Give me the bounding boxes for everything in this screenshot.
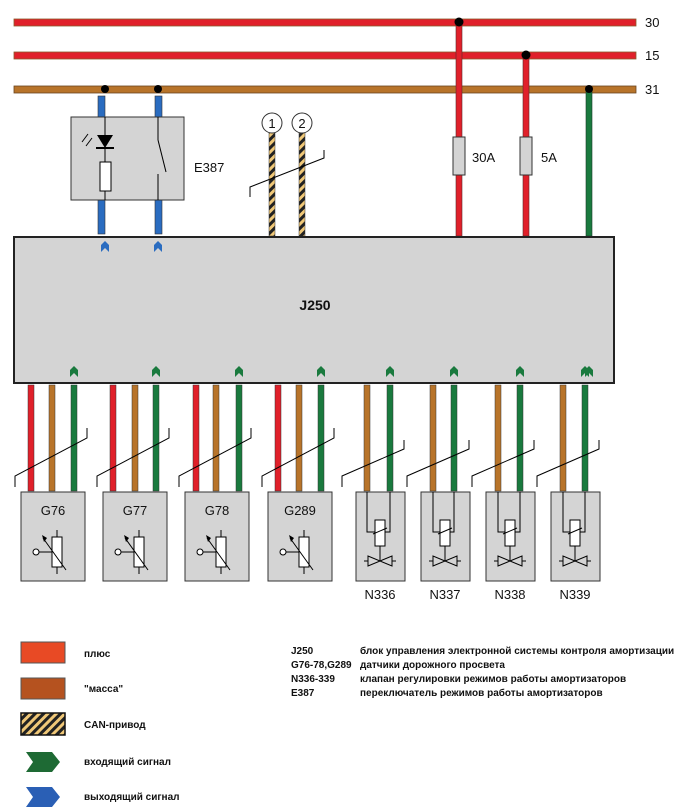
bus-15-label: 15: [645, 48, 659, 63]
sensor-g289: G289: [261, 366, 335, 582]
e387-label: E387: [194, 160, 224, 175]
bus-31: 31: [13, 82, 659, 97]
wire: [450, 384, 458, 492]
j250-label: J250: [299, 297, 330, 313]
supply-wires: 30A 5A: [452, 17, 593, 237]
input-arrow-icon: [450, 366, 458, 377]
designation-text: переключатель режимов работы амортизатор…: [360, 687, 603, 699]
legend-swatch-can: [20, 712, 66, 736]
designation-code: G76-78,G289: [291, 660, 352, 671]
designation-text: датчики дорожного просвета: [360, 660, 505, 671]
valve-label: N338: [494, 587, 525, 602]
valve-label: N339: [559, 587, 590, 602]
valve-n336: N336: [341, 366, 406, 602]
input-arrow-icon: [152, 366, 160, 377]
bus-31-label: 31: [645, 82, 659, 97]
sensor-label: G76: [41, 503, 66, 518]
blue-arrow-icon: [26, 787, 60, 807]
input-arrow-icon: [585, 366, 593, 377]
input-arrow-icon: [386, 366, 394, 377]
output-arrow-icon: [101, 241, 109, 252]
variable-resistor-icon: [42, 535, 47, 542]
legend-swatch-plus: [20, 641, 66, 664]
legend-label-can: CAN-привод: [84, 720, 146, 731]
legend-label-output: выходящий сигнал: [84, 792, 180, 803]
valve-n339: N339: [536, 366, 601, 602]
designation-text: блок управления электронной системы конт…: [360, 645, 674, 657]
designations: J250 блок управления электронной системы…: [291, 645, 674, 699]
wire: [317, 384, 325, 492]
sensor-g78: G78: [178, 366, 252, 582]
sensor-g77: G77: [96, 366, 170, 582]
wire: [152, 384, 160, 492]
wire: [274, 384, 282, 492]
legend: плюс "масса" CAN-привод входящий сигнал …: [20, 641, 180, 807]
variable-resistor-icon: [289, 535, 294, 542]
input-arrow-icon: [235, 366, 243, 377]
valve-icon: [494, 527, 526, 567]
can-bus-wires: 1 2: [249, 112, 325, 237]
designation-text: клапан регулировки режимов работы аморти…: [360, 673, 626, 685]
can-marker-2: 2: [298, 116, 305, 131]
wire: [295, 384, 303, 492]
bus-30-label: 30: [645, 15, 659, 30]
wire: [363, 384, 371, 492]
input-arrow-icon: [70, 366, 78, 377]
valve-n337: N337: [406, 366, 471, 602]
variable-resistor-icon: [206, 535, 211, 542]
legend-label-ground: "масса": [84, 684, 123, 695]
valve-label: N336: [364, 587, 395, 602]
wire: [494, 384, 502, 492]
sensor-label: G289: [284, 503, 316, 518]
output-arrow-icon: [154, 241, 162, 252]
legend-label-input: входящий сигнал: [84, 757, 171, 768]
sensor-label: G78: [205, 503, 230, 518]
wire: [212, 384, 220, 492]
wire: [516, 384, 524, 492]
wire: [70, 384, 78, 492]
fuse-30a-label: 30A: [472, 150, 495, 165]
can-marker-1: 1: [268, 116, 275, 131]
fuse-5a-label: 5A: [541, 150, 557, 165]
wire: [131, 384, 139, 492]
led-icon: [97, 135, 113, 148]
variable-resistor-icon: [124, 535, 129, 542]
designation-code: N336-339: [291, 674, 335, 685]
valve-icon: [429, 527, 461, 567]
bus-30: 30: [13, 15, 659, 30]
designation-code: J250: [291, 646, 314, 657]
wire: [48, 384, 56, 492]
wire: [235, 384, 243, 492]
wire: [559, 384, 567, 492]
legend-swatch-ground: [20, 677, 66, 700]
input-arrow-icon: [317, 366, 325, 377]
fuse-30a: [452, 136, 466, 176]
control-unit-j250: J250: [13, 236, 615, 384]
bus-15: 15: [13, 48, 659, 63]
wire: [192, 384, 200, 492]
wire: [429, 384, 437, 492]
valve-label: N337: [429, 587, 460, 602]
designation-code: E387: [291, 688, 315, 699]
sensor-label: G77: [123, 503, 148, 518]
valve-icon: [559, 527, 591, 567]
legend-label-plus: плюс: [84, 649, 111, 660]
green-arrow-icon: [26, 752, 60, 772]
wire: [27, 384, 35, 492]
input-arrow-icon: [516, 366, 524, 377]
wire: [109, 384, 117, 492]
sensor-g76: G76: [14, 366, 88, 582]
switch-unit-e387: E387: [70, 85, 224, 235]
valve-icon: [364, 527, 396, 567]
wire: [581, 384, 589, 492]
wire: [386, 384, 394, 492]
fuse-5a: [519, 136, 533, 176]
valve-n338: N338: [471, 366, 536, 602]
